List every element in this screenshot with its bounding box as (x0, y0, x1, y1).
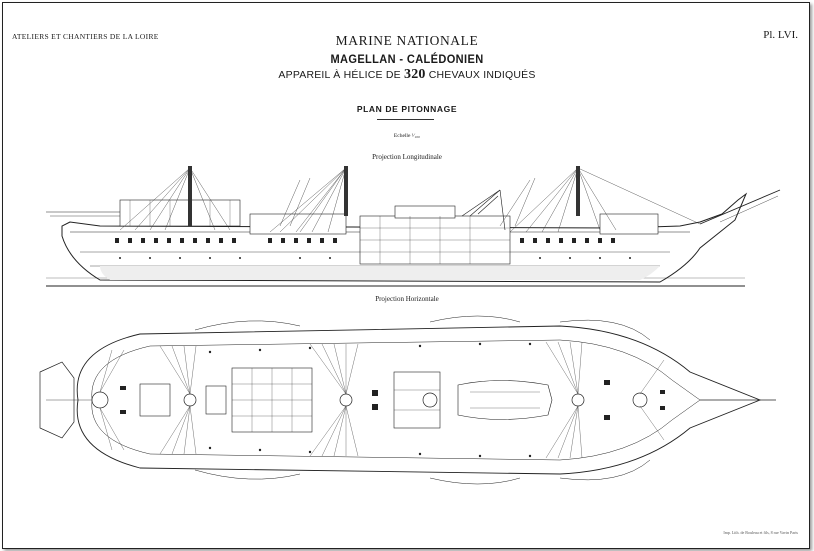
shipyard-label: ATELIERS ET CHANTIERS DE LA LOIRE (12, 32, 159, 41)
shroud-fans (99, 341, 665, 459)
engine-power: 320 (404, 67, 426, 82)
porthole-row (115, 238, 631, 259)
printer-note: Imp. Lith. de Bouleau et fils, 8 rue Vav… (723, 530, 798, 535)
organization-title: MARINE NATIONALE (335, 33, 479, 48)
engine-suffix: CHEVAUX INDIQUÉS (428, 69, 536, 81)
hull-outline (61, 192, 748, 283)
mizzen-mast (188, 166, 192, 226)
cargo-crane (461, 189, 506, 231)
ship-name-title: MAGELLAN - CALÉDONIEN (330, 52, 484, 66)
main-mast (344, 166, 348, 216)
fore-mast (576, 166, 580, 216)
plan-name-title: PLAN DE PITONNAGE (356, 104, 458, 114)
deck-fittings (120, 342, 665, 458)
mast-positions (91, 391, 648, 409)
longitudinal-view-label: Projection Longitudinale (372, 153, 442, 161)
engine-line: APPAREIL À HÉLICE DE 320 CHEVAUX INDIQUÉ… (0, 67, 814, 83)
horizontal-view-label: Projection Horizontale (375, 295, 439, 303)
plate-number: Pl. LVI. (763, 29, 798, 41)
scale-label: Echelle ¹⁄₁₀₀ (393, 133, 421, 139)
bowsprit (699, 189, 781, 225)
title-underline (377, 119, 434, 120)
rigging (119, 167, 701, 233)
engine-prefix: APPAREIL À HÉLICE DE (278, 69, 401, 81)
